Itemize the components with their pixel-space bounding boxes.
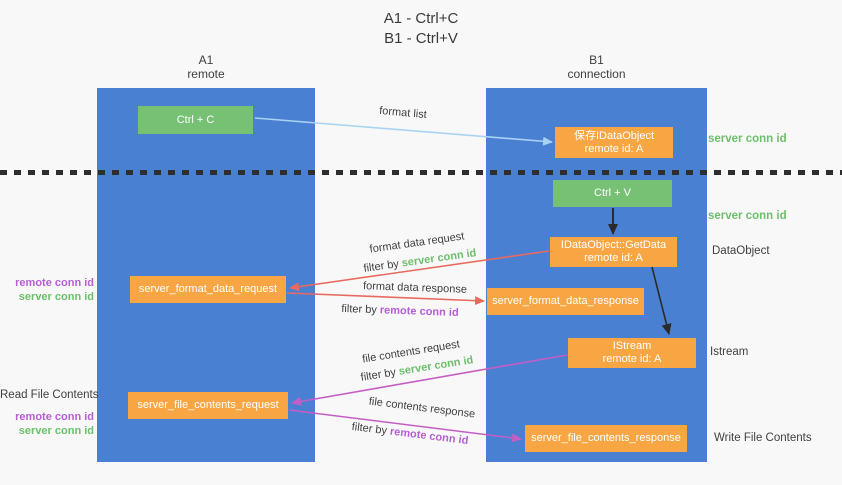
label-file-contents-response: file contents response <box>368 395 476 421</box>
label-filter-format-response: filter by remote conn id <box>341 303 459 319</box>
remote-conn-id-text-2: remote conn id <box>389 425 469 448</box>
server-conn-id-text-1: server conn id <box>400 247 478 270</box>
lane-a1-role: remote <box>187 67 225 81</box>
label-read-file-contents: Read File Contents <box>0 389 99 401</box>
node-ctrl-v: Ctrl + V <box>553 180 672 207</box>
title-line-2: B1 - Ctrl+V <box>384 30 458 47</box>
label-remote-conn-id-left-1: remote conn id <box>15 277 94 289</box>
label-server-conn-id-left-1: server conn id <box>18 291 94 303</box>
node-save-idataobject: 保存IDataObject remote id: A <box>555 127 673 158</box>
filter-by-text-1: filter by <box>362 257 403 275</box>
diagram-title: A1 - Ctrl+C B1 - Ctrl+V <box>311 9 531 49</box>
label-server-conn-id-top: server conn id <box>708 133 787 145</box>
label-server-conn-id-mid: server conn id <box>708 210 787 222</box>
title-line-1: A1 - Ctrl+C <box>383 10 459 27</box>
node-ctrl-c: Ctrl + C <box>138 106 253 134</box>
file-request-label: server_file_contents_request <box>137 399 279 411</box>
filter-by-text-2: filter by <box>341 302 381 317</box>
istream-line1: IStream <box>612 340 652 352</box>
node-server-file-contents-response: server_file_contents_response <box>525 425 687 452</box>
getdata-line1: IDataObject::GetData <box>560 239 667 251</box>
filter-by-text-3: filter by <box>359 365 400 384</box>
label-istream: Istream <box>710 346 749 358</box>
format-response-label: server_format_data_response <box>492 295 639 307</box>
label-remote-conn-id-left-2: remote conn id <box>15 411 94 423</box>
ctrl-v-label: Ctrl + V <box>594 187 631 199</box>
file-response-label: server_file_contents_response <box>531 432 681 444</box>
dotted-separator-line <box>0 170 842 175</box>
save-idataobject-line1: 保存IDataObject <box>573 129 655 142</box>
ctrl-c-label: Ctrl + C <box>176 113 215 126</box>
filter-by-text-4: filter by <box>351 420 391 438</box>
lane-b1-role: connection <box>567 67 626 81</box>
label-write-file-contents: Write File Contents <box>714 432 812 444</box>
label-format-list: format list <box>378 104 428 122</box>
lane-header-a1: A1 remote <box>97 53 315 81</box>
lane-a1-name: A1 <box>198 53 214 67</box>
node-istream: IStream remote id: A <box>568 338 696 368</box>
label-format-data-response: format data response <box>362 280 468 296</box>
lane-b1-name: B1 <box>589 53 604 67</box>
node-server-file-contents-request: server_file_contents_request <box>128 392 288 419</box>
format-request-label: server_format_data_request <box>138 283 278 295</box>
save-idataobject-line2: remote id: A <box>584 142 644 155</box>
label-filter-file-response: filter by remote conn id <box>351 421 469 447</box>
label-server-conn-id-left-2: server conn id <box>18 425 94 437</box>
lane-header-b1: B1 connection <box>486 53 707 81</box>
istream-line2: remote id: A <box>602 353 662 365</box>
remote-conn-id-text-1: remote conn id <box>379 304 459 320</box>
node-server-format-data-request: server_format_data_request <box>130 276 286 303</box>
left-labels-file-request: Read File Contents remote conn id server… <box>0 388 99 438</box>
getdata-line2: remote id: A <box>584 252 643 264</box>
label-dataobject: DataObject <box>712 245 770 257</box>
node-server-format-data-response: server_format_data_response <box>487 288 644 315</box>
left-labels-format-request: remote conn id server conn id <box>0 276 94 304</box>
node-idataobject-getdata: IDataObject::GetData remote id: A <box>550 237 677 267</box>
